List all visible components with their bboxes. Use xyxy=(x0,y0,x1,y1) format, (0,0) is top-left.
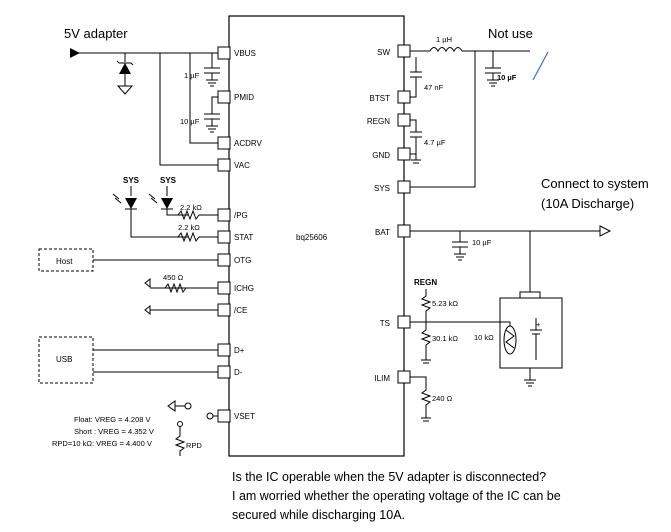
pin-box-btst xyxy=(397,90,411,104)
svg-text:+: + xyxy=(536,320,541,329)
pin-label-ts: TS xyxy=(380,319,390,328)
pin-label-gnd: GND xyxy=(372,151,390,160)
pin-label-pg: /PG xyxy=(234,211,248,220)
inductor-icon xyxy=(429,47,463,53)
resistor-pg xyxy=(177,209,218,221)
regn-label: REGN xyxy=(414,278,437,287)
cap-pmid-label: 10 µF xyxy=(180,117,200,126)
resistor-stat xyxy=(177,231,218,243)
ic-part-number: bq25606 xyxy=(296,233,328,242)
left-pin-labels: VBUS PMID ACDRV VAC /PG STAT OTG ICHG /C… xyxy=(234,49,263,421)
pin-box-ce xyxy=(217,303,231,317)
pin-label-dminus: D- xyxy=(234,368,243,377)
pin-box-otg xyxy=(217,253,231,267)
left-pins xyxy=(217,46,231,423)
input-circuit: 5V adapter 1 µF 10 µF xyxy=(64,26,220,166)
pin-box-stat xyxy=(217,230,231,244)
cap-bat-label: 10 µF xyxy=(472,238,492,247)
pin-box-dplus xyxy=(217,343,231,357)
pin-label-acdrv: ACDRV xyxy=(234,139,263,148)
res-ichg-label: 450 Ω xyxy=(163,273,184,282)
pin-box-pg xyxy=(217,208,231,222)
vset-arrow-icon xyxy=(167,400,176,412)
bat-output-arrow-icon xyxy=(599,225,612,237)
ground-icon xyxy=(116,85,134,95)
pin-label-ichg: ICHG xyxy=(234,284,254,293)
pin-box-bat xyxy=(397,224,411,238)
pin-label-stat: STAT xyxy=(234,233,253,242)
usb-label: USB xyxy=(56,355,72,364)
connect-line-2: (10A Discharge) xyxy=(541,196,634,211)
battery-terminal xyxy=(519,291,541,299)
inductor-label: 1 µH xyxy=(436,35,452,44)
status-leds: SYS SYS 2.2 kΩ 2.2 kΩ xyxy=(112,176,218,243)
vset-circuit: RPD Float: VREG = 4.208 V Short : VREG =… xyxy=(52,400,218,456)
pin-label-sys: SYS xyxy=(374,184,390,193)
pin-label-pmid: PMID xyxy=(234,93,254,102)
res-ilim-label: 240 Ω xyxy=(432,394,453,403)
pin-box-vbus xyxy=(217,46,231,60)
diode-icon xyxy=(119,63,131,74)
pin-box-ilim xyxy=(397,370,411,384)
pin-label-ilim: ILIM xyxy=(374,374,390,383)
pin-label-sw: SW xyxy=(377,48,390,57)
pin-box-acdrv xyxy=(217,136,231,150)
question-line-2: I am worried whether the operating volta… xyxy=(232,489,561,503)
res-stat-label: 2.2 kΩ xyxy=(178,223,200,232)
led-stat-icon xyxy=(125,198,137,209)
right-pin-labels: SW BTST REGN GND SYS BAT TS ILIM xyxy=(367,48,391,383)
pin-box-regn xyxy=(397,113,411,127)
not-use-label: Not use xyxy=(488,26,533,41)
pin-label-btst: BTST xyxy=(370,94,391,103)
usb-box xyxy=(38,336,94,384)
pin-box-gnd xyxy=(397,147,411,161)
res-ts-bot-label: 30.1 kΩ xyxy=(432,334,458,343)
ntc-label: 10 kΩ xyxy=(474,333,494,342)
pin-label-dplus: D+ xyxy=(234,346,245,355)
pin-box-sys xyxy=(397,180,411,194)
pin-label-bat: BAT xyxy=(375,228,390,237)
host-label: Host xyxy=(56,257,73,266)
pin-label-regn: REGN xyxy=(367,117,390,126)
pin-label-ce: /CE xyxy=(234,306,247,315)
pin-label-vac: VAC xyxy=(234,161,250,170)
pin-label-vset: VSET xyxy=(234,412,255,421)
pin-box-sw xyxy=(397,44,411,58)
output-circuit: 1 µH 10 µF Not use 47 nF 4.7 µF Connect … xyxy=(410,26,649,422)
question-line-3: secured while discharging 10A. xyxy=(232,508,405,522)
pin-box-dminus xyxy=(217,365,231,379)
pin-box-vac xyxy=(217,158,231,172)
connect-line-1: Connect to system xyxy=(541,176,649,191)
vset-switch-node-2 xyxy=(206,412,214,420)
vset-switch-node xyxy=(184,402,192,410)
pin-label-otg: OTG xyxy=(234,256,251,265)
adapter-label: 5V adapter xyxy=(64,26,128,41)
vset-float: Float: VREG = 4.208 V xyxy=(74,415,151,424)
pin-box-ts xyxy=(397,315,411,329)
host-usb: Host 450 Ω USB xyxy=(38,248,218,384)
res-ts-top-label: 5.23 kΩ xyxy=(432,299,458,308)
pin-box-pmid xyxy=(217,90,231,104)
pin-box-vset xyxy=(217,409,231,423)
cap-btst-label: 47 nF xyxy=(424,83,444,92)
cap-vbus-label: 1 µF xyxy=(184,71,200,80)
pin-box-ichg xyxy=(217,281,231,295)
sys-label-2: SYS xyxy=(160,176,177,185)
not-use-strike xyxy=(532,51,549,81)
cap-sw-label: 10 µF xyxy=(497,73,517,82)
pin-label-vbus: VBUS xyxy=(234,49,256,58)
led-pg-icon xyxy=(161,198,173,209)
cap-regn-label: 4.7 µF xyxy=(424,138,446,147)
sys-label-1: SYS xyxy=(123,176,140,185)
question-text: Is the IC operable when the 5V adapter i… xyxy=(232,470,561,522)
resistor-ichg xyxy=(164,282,187,294)
vset-short: Short : VREG = 4.352 V xyxy=(74,427,154,436)
ntc-thermistor-icon xyxy=(503,325,517,355)
vset-rpd: RPD=10 kΩ: VREG = 4.400 V xyxy=(52,439,152,448)
rpd-label: RPD xyxy=(186,441,202,450)
question-line-1: Is the IC operable when the 5V adapter i… xyxy=(232,470,546,484)
adapter-arrow-icon xyxy=(70,48,80,58)
res-pg-label: 2.2 kΩ xyxy=(180,203,202,212)
